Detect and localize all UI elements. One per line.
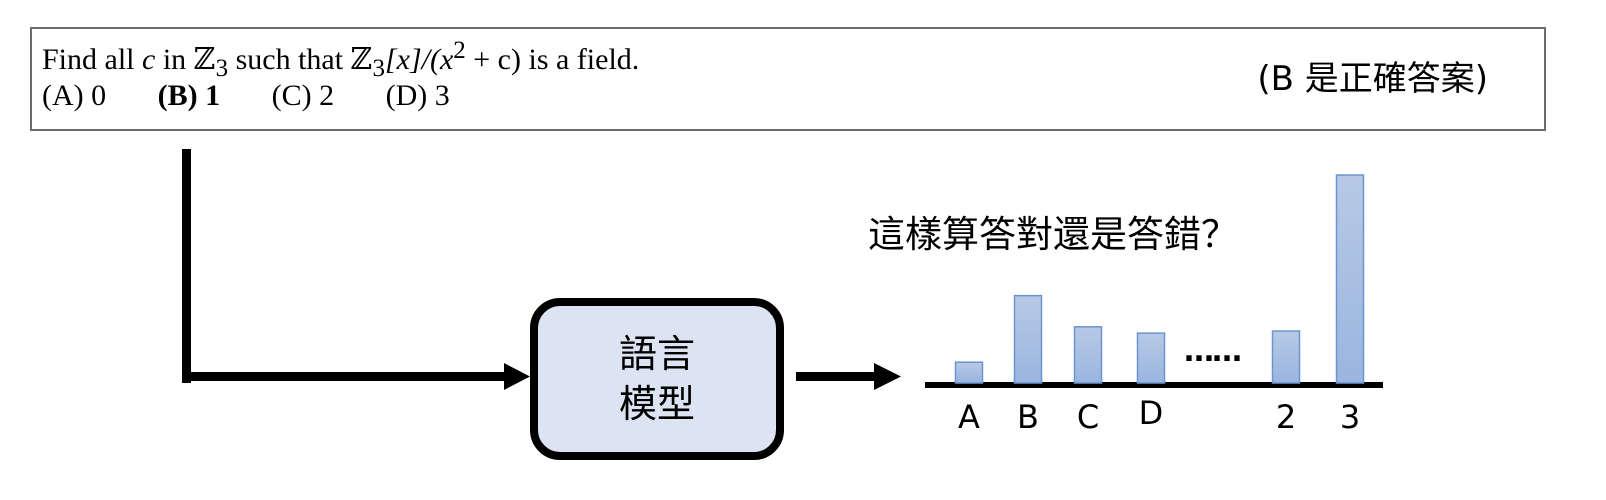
bar-label-B: B <box>1017 398 1039 436</box>
bar-label-2: 2 <box>1275 398 1297 436</box>
output-arrow-line <box>796 372 876 381</box>
bar-A <box>954 361 984 384</box>
option-d: (D) 3 <box>385 79 450 112</box>
correct-answer-note: (B 是正確答案) <box>1257 59 1488 99</box>
bar-label-A: A <box>958 398 980 436</box>
math-expression: [x]/(x <box>384 43 454 76</box>
option-a: (A) 0 <box>42 79 107 112</box>
bar-label-D: D <box>1138 394 1164 432</box>
bar-2 <box>1271 330 1301 384</box>
bar-label-C: C <box>1076 398 1100 436</box>
question-text-part: Find all <box>42 43 143 76</box>
bar-C <box>1073 326 1103 384</box>
bar-3 <box>1335 174 1365 384</box>
ellipsis-gap: …… <box>1184 334 1242 369</box>
question-box: Find all c in ℤ3 such that ℤ3[x]/(x2 + c… <box>30 27 1546 131</box>
bar-D <box>1136 332 1166 384</box>
language-model-label-line2: 模型 <box>618 382 695 426</box>
question-text: Find all c in ℤ3 such that ℤ3[x]/(x2 + c… <box>42 37 639 83</box>
superscript: 2 <box>453 37 466 64</box>
input-horizontal-line <box>186 372 506 381</box>
options-row: (A) 0 (B) 1 (C) 2 (D) 3 <box>42 79 494 113</box>
bar-label-3: 3 <box>1339 398 1361 436</box>
input-arrowhead-icon <box>504 363 530 390</box>
question-text-part: in ℤ <box>155 43 216 76</box>
bar-B <box>1013 294 1043 384</box>
bars-group <box>954 174 1365 384</box>
subscript: 3 <box>372 55 385 82</box>
option-b: (B) 1 <box>157 79 221 112</box>
output-arrowhead-icon <box>874 363 901 390</box>
math-variable-c: c <box>142 43 156 76</box>
subscript: 3 <box>215 55 229 82</box>
input-vertical-line <box>182 149 191 383</box>
question-text-part: + c) is a field. <box>465 43 640 76</box>
question-text-part: such that ℤ <box>228 43 373 76</box>
language-model-label-line1: 語言 <box>618 332 695 376</box>
option-c: (C) 2 <box>271 79 335 112</box>
language-model-box: 語言 模型 <box>530 298 784 460</box>
prompt-text: 這樣算答對還是答錯？ <box>868 213 1238 256</box>
x-axis-line <box>925 382 1383 388</box>
